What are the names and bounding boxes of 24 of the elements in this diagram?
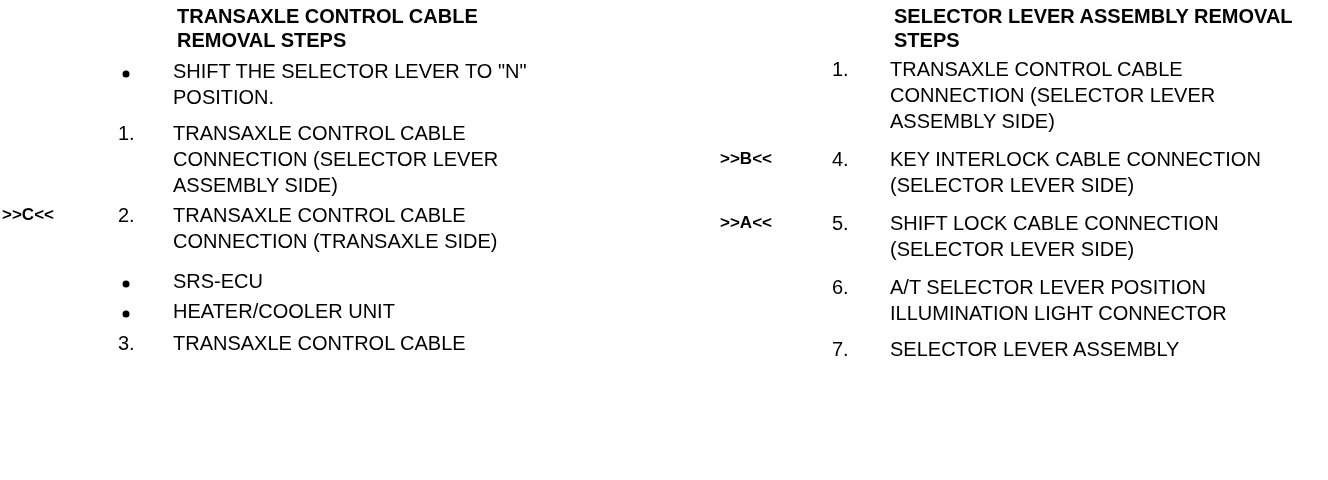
reference-mark: >>C<< (2, 204, 54, 226)
step-number: 1. (832, 57, 849, 82)
step-text: A/T SELECTOR LEVER POSITION ILLUMINATION LIGHT CONNECTOR (890, 275, 1228, 326)
step-text: SHIFT LOCK CABLE CONNECTION (SELECTOR LEVER SIDE) (890, 211, 1220, 262)
step-text: SHIFT THE SELECTOR LEVER TO "N" POSITION. (173, 59, 528, 110)
step-number: 7. (832, 337, 849, 362)
step-number: 3. (118, 331, 135, 356)
step-number: 1. (118, 121, 135, 146)
step-number: 2. (118, 203, 135, 228)
step-text: SELECTOR LEVER ASSEMBLY (890, 337, 1181, 362)
section-heading: SELECTOR LEVER ASSEMBLY REMOVAL STEPS (894, 4, 1294, 52)
step-number: 6. (832, 275, 849, 300)
step-text: TRANSAXLE CONTROL CABLE CONNECTION (TRANSAXLE SIDE) (173, 203, 499, 254)
step-text: KEY INTERLOCK CABLE CONNECTION (SELECTOR LEVER SIDE) (890, 147, 1262, 198)
step-number: 4. (832, 147, 849, 172)
reference-mark: >>B<< (720, 148, 772, 170)
step-text: TRANSAXLE CONTROL CABLE CONNECTION (SELECTOR LEVER ASSEMBLY SIDE) (890, 57, 1217, 134)
section-heading: TRANSAXLE CONTROL CABLE REMOVAL STEPS (177, 4, 479, 52)
step-text: SRS-ECU (173, 269, 264, 294)
step-text: TRANSAXLE CONTROL CABLE CONNECTION (SELECTOR LEVER ASSEMBLY SIDE) (173, 121, 500, 198)
reference-mark: >>A<< (720, 212, 772, 234)
step-text: HEATER/COOLER UNIT (173, 299, 396, 324)
step-number: 5. (832, 211, 849, 236)
step-text: TRANSAXLE CONTROL CABLE (173, 331, 467, 356)
